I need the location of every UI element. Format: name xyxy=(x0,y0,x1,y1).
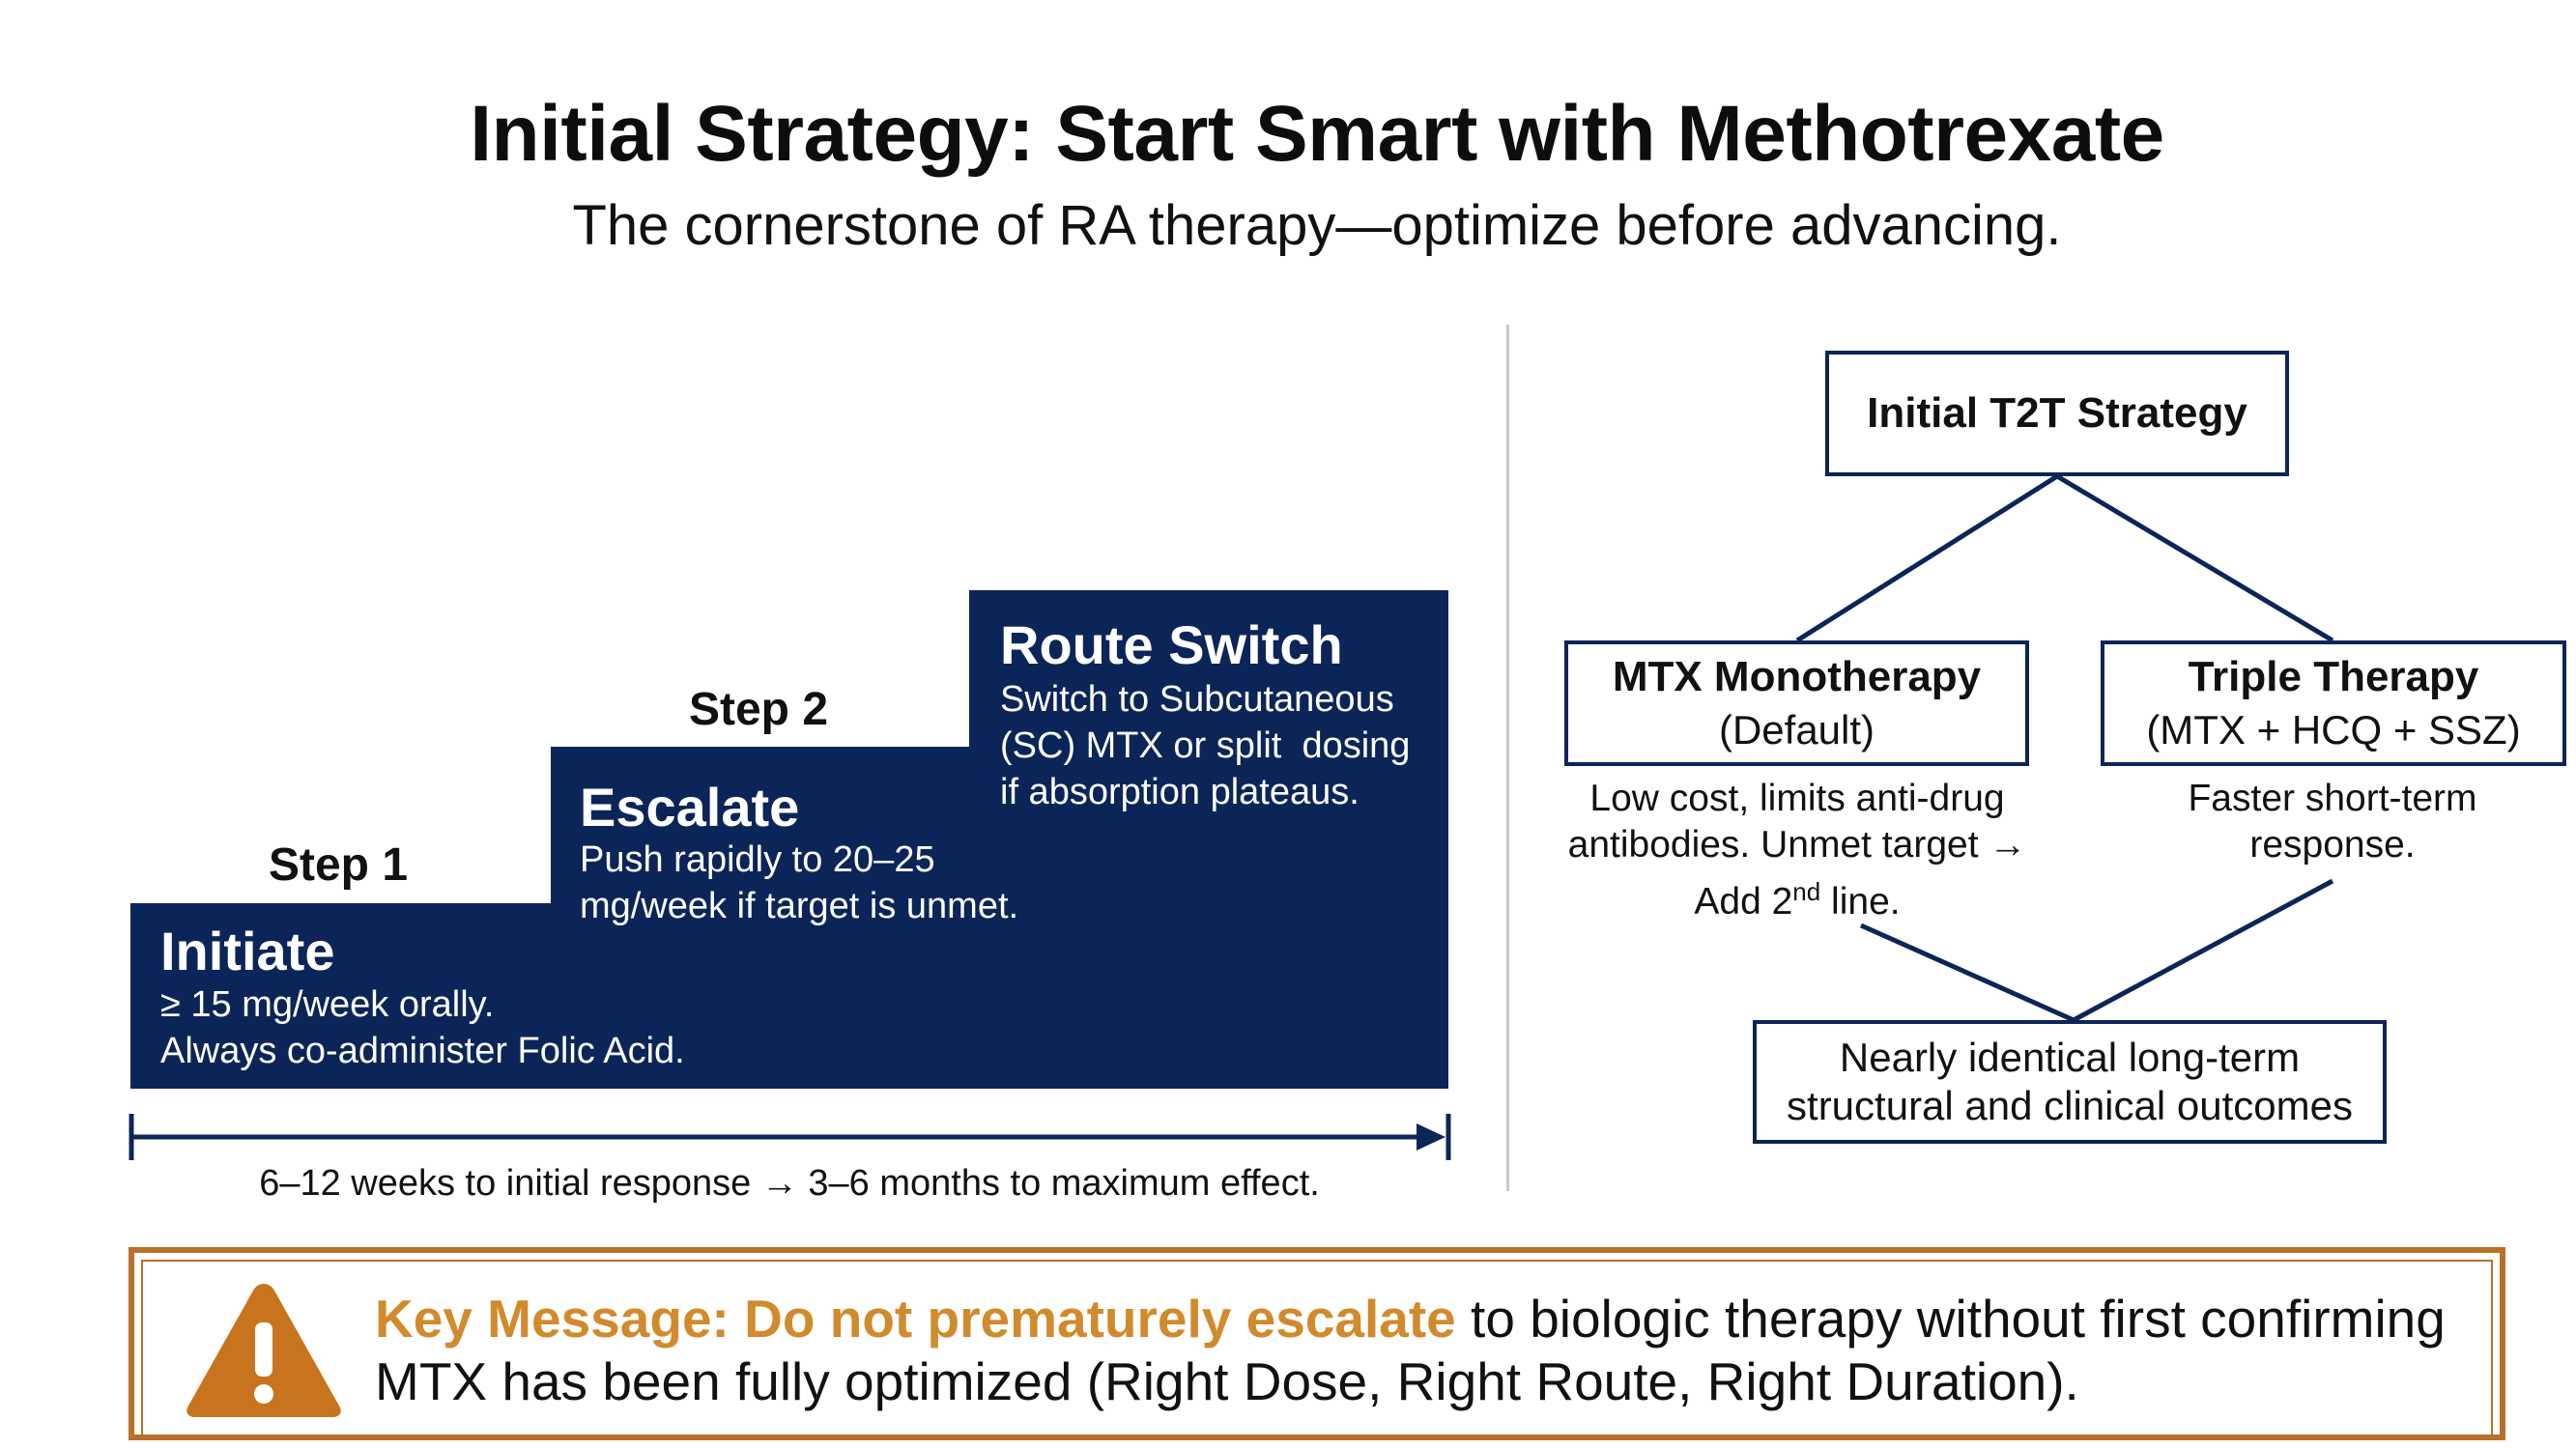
tree-left-subtitle: (Default) xyxy=(1718,707,1875,753)
tree-left-desc-line3: Add 2nd line. xyxy=(1507,868,2087,925)
step1-label: Step 1 xyxy=(268,839,409,891)
tree-left-description: Low cost, limits anti-drug antibodies. U… xyxy=(1507,776,2087,925)
step3-heading: Route Switch xyxy=(1000,614,1343,675)
key-message-rest: to biologic therapy without first confir… xyxy=(1455,1289,2446,1349)
tree-right-box: Triple Therapy (MTX + HCQ + SSZ) xyxy=(2101,640,2566,766)
key-message-inner-frame xyxy=(141,1260,2493,1440)
tree-left-desc-sup: nd xyxy=(1792,877,1821,906)
tree-right-description: Faster short-term response. xyxy=(2043,776,2576,868)
tree-left-title: MTX Monotherapy xyxy=(1612,653,1982,700)
tree-left-desc-post: line. xyxy=(1820,881,1901,923)
warning-triangle-icon xyxy=(186,1284,341,1417)
step1-line1: ≥ 15 mg/week orally. xyxy=(160,984,495,1025)
page-subtitle: The cornerstone of RA therapy—optimize b… xyxy=(572,194,2062,257)
tree-right-title: Triple Therapy xyxy=(2188,653,2479,700)
column-divider xyxy=(1506,325,1509,1191)
tree-outcome-line2: structural and clinical outcomes xyxy=(1787,1083,2353,1128)
tree-outcome-line1: Nearly identical long-term xyxy=(1839,1035,2301,1080)
tree-left-desc-line2: antibodies. Unmet target → xyxy=(1567,824,2027,866)
tree-right-desc-line2: response. xyxy=(2249,824,2416,866)
key-message-emphasis: Key Message: Do not prematurely escalate xyxy=(375,1289,1456,1349)
timeline-arrow xyxy=(129,1114,1451,1160)
step2-label: Step 2 xyxy=(688,684,829,735)
step3-line2: (SC) MTX or split dosing xyxy=(1000,725,1411,766)
step3-line3: if absorption plateaus. xyxy=(1000,772,1360,812)
tree-right-desc-line1: Faster short-term xyxy=(2188,778,2477,819)
tree-root-label: Initial T2T Strategy xyxy=(1867,389,2247,437)
step2-line2: mg/week if target is unmet. xyxy=(580,886,1019,926)
step3-block xyxy=(969,590,1448,783)
step2-heading: Escalate xyxy=(580,777,800,838)
step2-line1: Push rapidly to 20–25 xyxy=(580,839,935,880)
key-message-box xyxy=(129,1247,2505,1440)
step1-heading: Initiate xyxy=(160,921,335,981)
key-message-line2: MTX has been fully optimized (Right Dose… xyxy=(375,1351,2079,1411)
tree-left-box: MTX Monotherapy (Default) xyxy=(1564,640,2029,766)
tree-left-desc-pre: Add 2 xyxy=(1694,881,1793,923)
tree-root-box: Initial T2T Strategy xyxy=(1825,351,2289,476)
key-message-line1: Key Message: Do not prematurely escalate… xyxy=(375,1288,2446,1350)
tree-outcome-box: Nearly identical long-term structural an… xyxy=(1753,1020,2387,1144)
tree-right-subtitle: (MTX + HCQ + SSZ) xyxy=(2146,707,2521,753)
timeline-caption: 6–12 weeks to initial response → 3–6 mon… xyxy=(259,1163,1320,1204)
tree-left-desc-line1: Low cost, limits anti-drug xyxy=(1589,778,2005,819)
step3-line1: Switch to Subcutaneous xyxy=(1000,679,1394,720)
step1-line2: Always co-administer Folic Acid. xyxy=(160,1031,685,1071)
page-title: Initial Strategy: Start Smart with Metho… xyxy=(470,90,2164,178)
